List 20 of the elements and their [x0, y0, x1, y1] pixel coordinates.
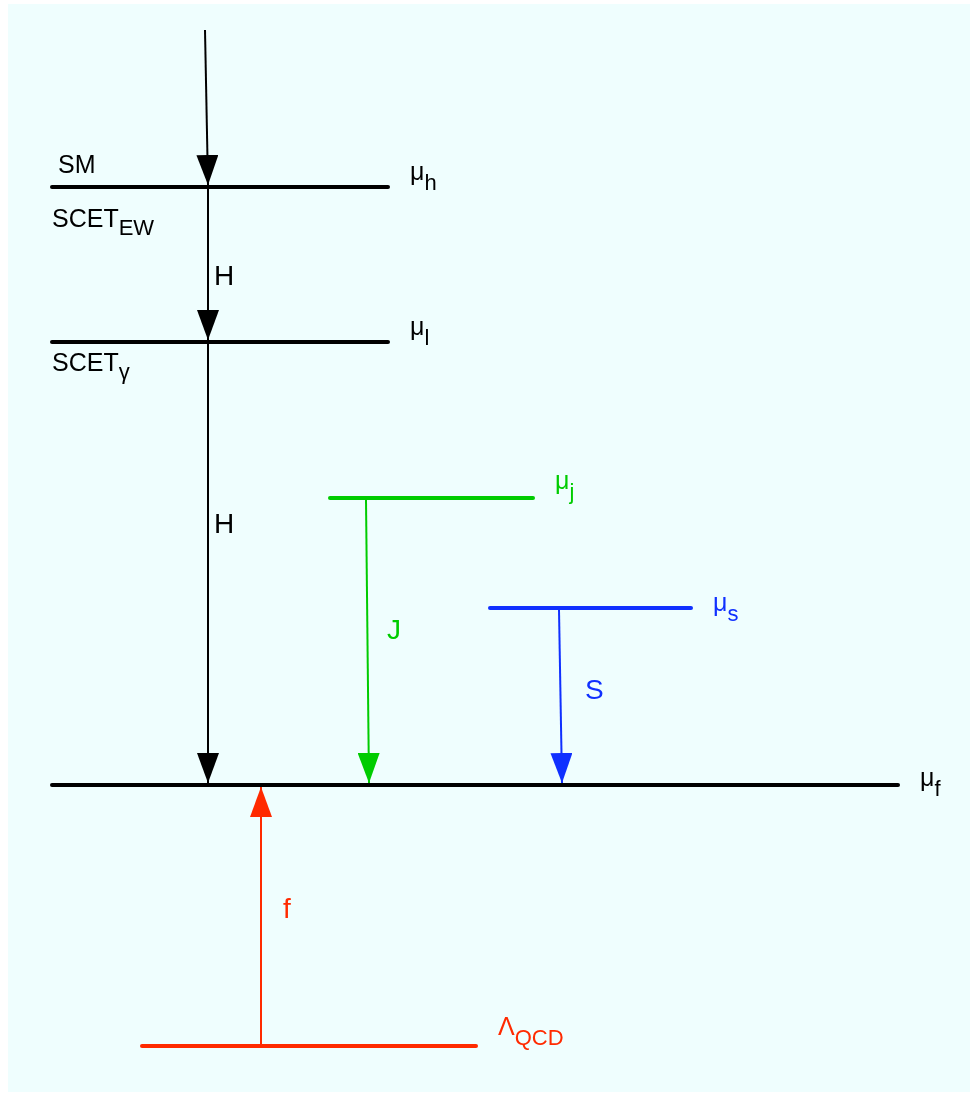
scale-label: μ$_{s}$ [713, 590, 739, 625]
edge-label: f [283, 895, 291, 923]
arrow [196, 29, 219, 186]
arrow [250, 786, 272, 1045]
arrow [357, 499, 380, 784]
region-label: SCET$_{γ}$ [52, 350, 130, 383]
arrow [197, 343, 219, 784]
scale-label: μ$_{l}$ [410, 314, 430, 349]
edge-label: J [387, 616, 401, 644]
scale-label: μ$_{h}$ [410, 159, 437, 194]
region-label: SCET$_{EW}$ [52, 206, 155, 239]
scale-label: μ$_{f}$ [920, 765, 941, 800]
edge-label: S [585, 676, 604, 704]
arrow [550, 609, 573, 784]
scale-label: μ$_{j}$ [555, 468, 575, 503]
region-label: SM [58, 152, 96, 177]
edge-label: H [214, 510, 235, 538]
arrow [197, 188, 219, 341]
edge-label: H [214, 262, 235, 290]
scale-label: Λ$_{QCD}$ [498, 1014, 564, 1049]
